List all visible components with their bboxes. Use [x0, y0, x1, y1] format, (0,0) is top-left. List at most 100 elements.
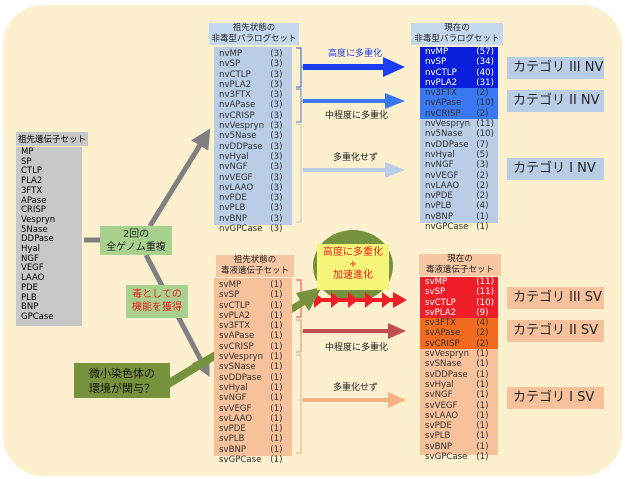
- gene-count: (1): [270, 341, 283, 352]
- gene-row: nv5Nase(10): [420, 129, 498, 139]
- gene-count: (1): [476, 400, 489, 411]
- nv-mid-arrow: [303, 93, 405, 109]
- gene-name: svMP: [219, 280, 242, 290]
- gene-name: svCTLP: [219, 300, 250, 311]
- gene-name: nvMP: [425, 47, 449, 57]
- gene-count: (3): [270, 49, 283, 59]
- bracket: [296, 88, 306, 123]
- title-line: 現在の: [444, 23, 470, 33]
- gene-name: nv5Nase: [219, 131, 257, 142]
- gene-count: (1): [270, 290, 283, 301]
- gene-row: svPLA2(1): [214, 311, 292, 321]
- gene-name: svSNase: [219, 362, 256, 373]
- gene-count: (1): [476, 349, 489, 360]
- wgd-arrow-up: [147, 128, 211, 228]
- gene-name: nvPLB: [219, 203, 246, 214]
- gene-row: sv3FTX(1): [214, 321, 292, 331]
- gene-row: nvAPase(3): [214, 100, 292, 110]
- nv-ancestral-list: nvMP(3)nvSP(3)nvCTLP(3)nvPLA2(3)nv3FTX(3…: [214, 47, 292, 234]
- gene-name: svVEGF: [219, 403, 252, 414]
- gene-row: nvNGF(3): [214, 162, 292, 172]
- category-1-nv: カテゴリ I NV: [507, 158, 604, 180]
- gene-row: nvCRISP(2): [420, 108, 498, 120]
- gene-row: nvVespryn(11): [420, 119, 498, 129]
- gene-name: nvPDE: [425, 191, 453, 202]
- gene-count: (2): [476, 108, 489, 119]
- gene-name: nv3FTX: [425, 88, 457, 99]
- gene-name: svBNP: [425, 441, 453, 452]
- gene-count: (9): [476, 307, 489, 318]
- gene-name: svAPase: [219, 331, 255, 342]
- gene-count: (3): [270, 79, 283, 90]
- gene-row: nv3FTX(2): [420, 88, 498, 99]
- gene-count: (3): [270, 121, 283, 132]
- gene-count: (1): [476, 431, 489, 442]
- gene-count: (2): [476, 191, 489, 202]
- gene-row: nvMP(57): [420, 47, 498, 58]
- gene-row: nvAPase(10): [420, 98, 498, 109]
- nv-mid-label: 中程度に多重化: [325, 111, 389, 121]
- gene-count: (1): [476, 369, 489, 380]
- category-2-sv: カテゴリ II SV: [507, 320, 604, 342]
- gene-row: svCTLP (1): [214, 301, 292, 311]
- gene-name: nvGPCase: [425, 222, 469, 233]
- gene-row: nvBNP(3): [214, 214, 292, 224]
- gene-name: nvLAAO: [219, 182, 254, 193]
- gene-row: svBNP (1): [420, 442, 498, 452]
- gene-count: (2): [476, 328, 489, 339]
- gene-name: nvGPCase: [219, 224, 263, 235]
- gene-count: (11): [476, 119, 494, 130]
- ancestral-gene: PDE: [21, 282, 39, 293]
- gene-count: (1): [270, 300, 283, 311]
- venom-gain-label-line: 機能を獲得: [132, 302, 182, 313]
- gene-name: svVEGF: [425, 400, 458, 411]
- ancestral-gene: NGF: [21, 253, 39, 264]
- gene-name: svVespryn: [425, 349, 470, 360]
- gene-name: sv3FTX: [219, 321, 250, 332]
- gene-count: (3): [270, 213, 283, 224]
- microchromosome-label-box: 微小染色体の 環境が関与？: [74, 363, 170, 398]
- gene-count: (1): [270, 393, 283, 404]
- sv-current-title: 現在の 毒液遺伝子セット: [419, 254, 501, 276]
- gene-count: (1): [476, 441, 489, 452]
- gene-row: svPLB(1): [420, 431, 498, 441]
- gene-row: svCRISP(2): [420, 338, 498, 350]
- gene-row: nvGPCase(1): [420, 222, 498, 232]
- gene-count: (31): [476, 77, 494, 88]
- gene-row: svPLB(1): [214, 434, 292, 444]
- ancestral-gene: 3FTX: [21, 185, 43, 196]
- gene-row: nvHyal(5): [420, 150, 498, 160]
- gene-row: svAPase(1): [214, 331, 292, 341]
- gene-count: (1): [476, 379, 489, 390]
- gene-count: (2): [476, 338, 489, 349]
- gene-name: svPLA2: [425, 307, 457, 318]
- gene-count: (4): [476, 318, 489, 329]
- gene-row: svLAAO(1): [420, 411, 498, 421]
- gene-row: nvHyal(3): [214, 152, 292, 162]
- ancestral-gene: VEGF: [21, 263, 44, 274]
- title-line: 毒液遺伝子セット: [425, 265, 494, 275]
- gene-row: svCTLP(10): [420, 297, 498, 308]
- gene-name: nvPLB: [425, 201, 452, 212]
- ancestral-gene: 5Nase: [21, 224, 48, 235]
- gene-name: svPDE: [425, 421, 452, 432]
- gene-count: (3): [270, 162, 283, 173]
- gene-name: nvLAAO: [425, 180, 460, 191]
- ancestral-gene: LAAO: [21, 273, 45, 284]
- gene-count: (2): [476, 170, 489, 181]
- gene-count: (3): [270, 100, 283, 111]
- gene-name: nvPLA2: [425, 77, 458, 88]
- sv-ancestral-list: svMP(1)svSP(1)svCTLP(1)svPLA2(1)sv3FTX(1…: [214, 278, 292, 465]
- gene-row: nvMP(3): [214, 49, 292, 59]
- ancestral-gene: GPCase: [21, 311, 54, 322]
- title-line: 毒液遺伝子セット: [220, 266, 289, 276]
- gene-row: svSNase(1): [420, 359, 498, 369]
- gene-name: nvCTLP: [425, 67, 457, 78]
- gene-name: nvCRISP: [219, 110, 255, 121]
- title-line: 現在の: [447, 254, 473, 264]
- gene-row: svPLA2 (9): [420, 307, 498, 319]
- gene-count: (11): [476, 287, 494, 298]
- gene-row: nvCTLP(40): [420, 67, 498, 78]
- gene-count: (7): [476, 139, 489, 150]
- gene-row: nvSP(34): [420, 57, 498, 68]
